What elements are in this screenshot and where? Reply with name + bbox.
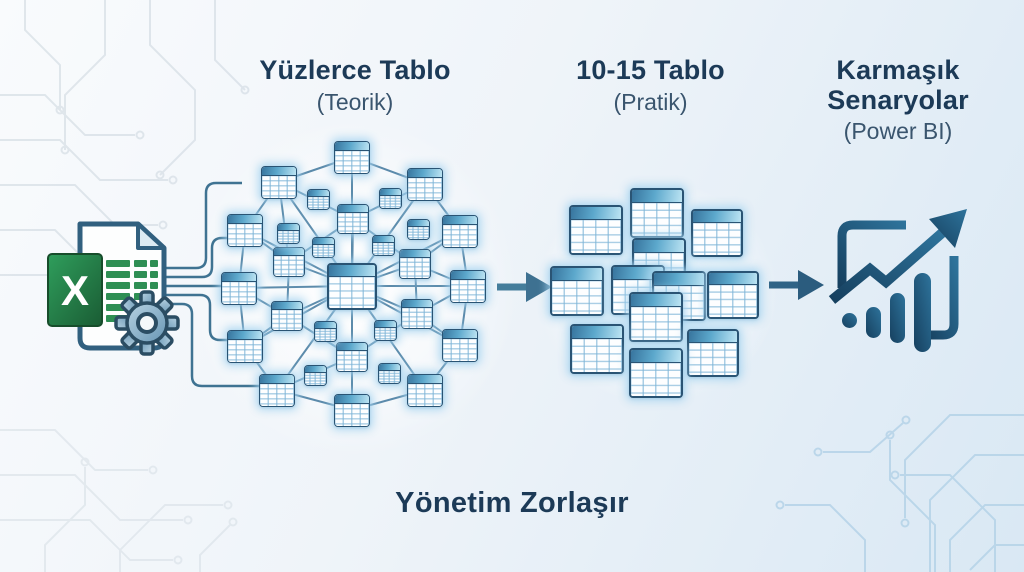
table-icon (261, 165, 297, 199)
caption: Yönetim Zorlaşır (395, 487, 629, 519)
table-icon (406, 218, 430, 240)
table-icon (401, 299, 433, 329)
table-icon (337, 204, 369, 234)
table-icon (378, 187, 402, 209)
excel-letter: X (61, 267, 89, 314)
trend-chart-icon (828, 209, 967, 352)
chart-frame (837, 220, 959, 340)
stage-heading-complex: Karmaşık Senaryolar (Power BI) (810, 55, 986, 145)
table-icon (707, 271, 759, 319)
table-icon (227, 329, 263, 363)
gear-icon (114, 290, 180, 356)
table-icon (687, 329, 739, 377)
excel-to-network-connectors (158, 181, 259, 388)
table-icon (442, 328, 478, 362)
stage-heading-practical: 10-15 Tablo (Pratik) (558, 55, 743, 116)
table-icon (334, 140, 370, 174)
table-icon (373, 319, 397, 341)
table-icon (259, 373, 295, 407)
table-icon (399, 249, 431, 279)
table-icon (569, 205, 623, 255)
stage-subtitle: (Teorik) (316, 88, 394, 115)
table-icon (550, 266, 604, 316)
stage-subtitle: (Power BI) (843, 118, 953, 145)
stage-title: Karmaşık Senaryolar (827, 55, 969, 115)
stage-title: Yüzlerce Tablo (259, 55, 451, 85)
circuit-bottom-right (775, 414, 1024, 572)
table-icon (306, 188, 330, 210)
table-icon (691, 209, 743, 257)
table-icon (336, 342, 368, 372)
flow-arrow-1 (497, 272, 552, 302)
flow-arrow-2 (769, 270, 824, 300)
stage-title: 10-15 Tablo (576, 55, 725, 85)
table-icon (377, 362, 401, 384)
table-icon (629, 292, 683, 342)
table-icon (273, 247, 305, 277)
excel-file-icon: X (47, 221, 180, 356)
table-icon (276, 222, 300, 244)
stage-subtitle: (Pratik) (613, 88, 688, 115)
table-icon (371, 234, 395, 256)
table-icon (221, 271, 257, 305)
table-icon (334, 393, 370, 427)
trend-line-arrow (828, 209, 967, 304)
bar-chart-bars (842, 273, 931, 352)
table-icon (442, 214, 478, 248)
table-icon (629, 348, 683, 398)
table-icon (227, 213, 263, 247)
table-icon (311, 236, 335, 258)
table-icon (630, 188, 684, 238)
circuit-bottom-left (0, 429, 238, 572)
table-icon (450, 269, 486, 303)
excel-x-badge: X (47, 253, 103, 327)
table-icon (303, 364, 327, 386)
table-icon (407, 167, 443, 201)
table-icon (570, 324, 624, 374)
table-icon (327, 262, 377, 310)
table-icon (407, 373, 443, 407)
table-icon (313, 320, 337, 342)
stage-heading-theoretical: Yüzlerce Tablo (Teorik) (245, 55, 465, 116)
table-icon (271, 301, 303, 331)
